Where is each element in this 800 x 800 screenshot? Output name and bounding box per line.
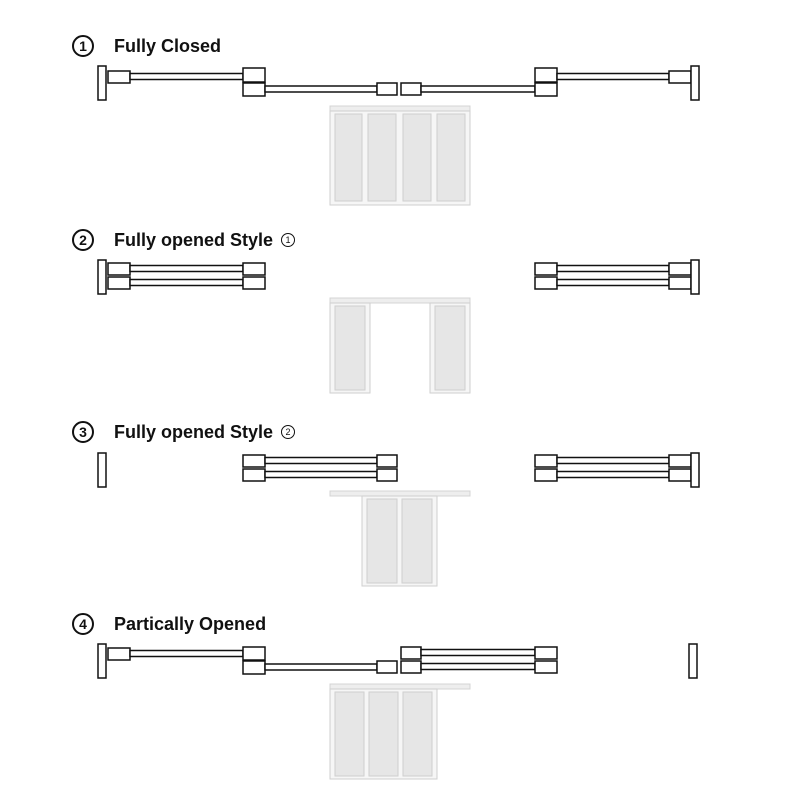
track-diagram-partically-opened [97,643,698,780]
section-4-heading: 4 Partically Opened [72,611,266,637]
section-number-badge: 3 [72,421,94,443]
glass-door-panel-set [329,490,471,587]
section-1-heading: 1 Fully Closed [72,33,221,59]
section-number-badge: 2 [72,229,94,251]
glass-door-panel-set [329,297,471,394]
style-number-badge: 2 [281,425,296,439]
section-title: Fully opened Style [114,229,274,250]
style-number-badge: 1 [281,233,296,247]
glass-door-panel-set [329,683,471,780]
section-title: Fully Closed [114,35,222,56]
section-number-badge: 1 [72,35,94,57]
track-diagram-fully-opened-style-1 [97,259,700,394]
section-number-badge: 4 [72,613,94,635]
section-3-heading: 3 Fully opened Style 2 [72,419,296,445]
section-title: Fully opened Style [114,421,274,442]
track-diagram-fully-closed [97,65,700,206]
section-title: Partically Opened [114,613,267,634]
glass-door-panel-set [329,105,471,206]
track-diagram-fully-opened-style-2 [97,452,700,587]
section-2-heading: 2 Fully opened Style 1 [72,227,296,253]
